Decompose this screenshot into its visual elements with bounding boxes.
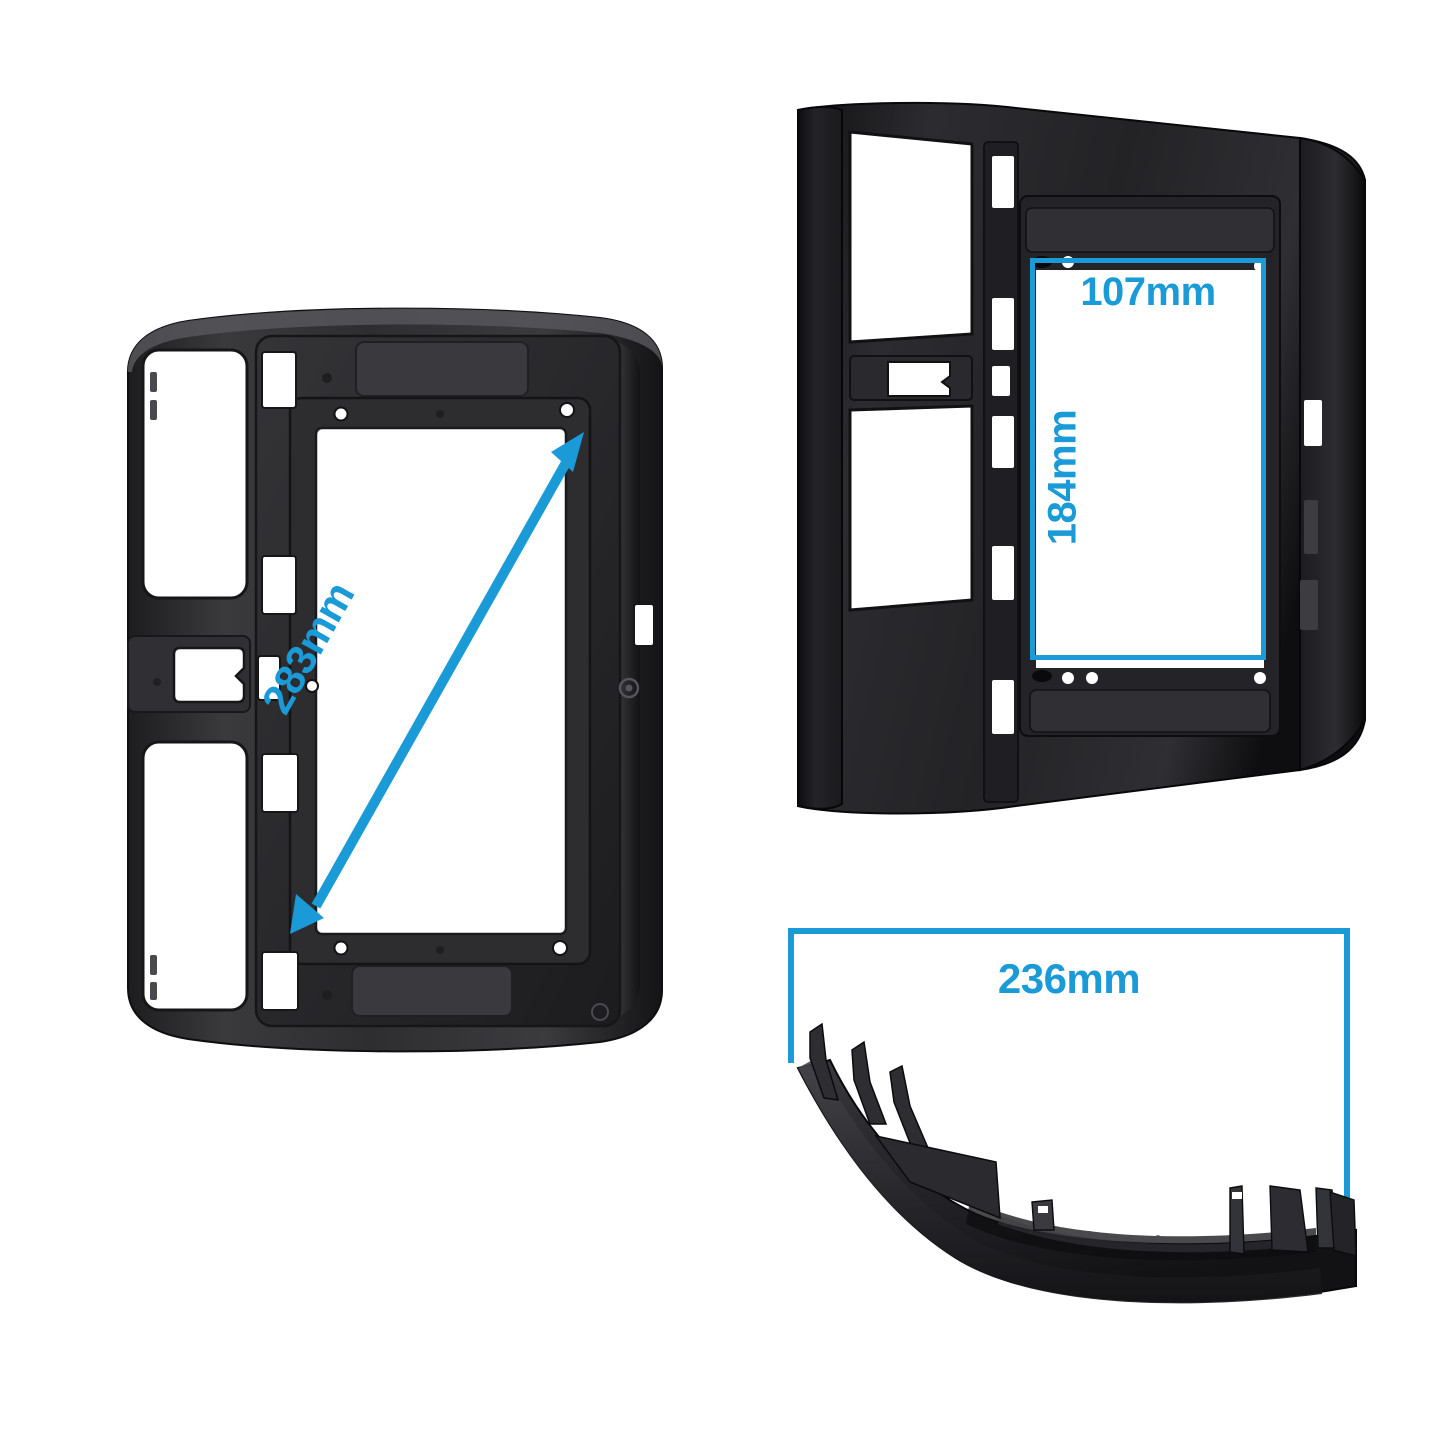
screw-mark-tc [436,410,444,418]
side-centre-clip [1031,1199,1055,1231]
dim-283-arrowhead-top [551,432,584,472]
side-fin-1 [809,1022,840,1101]
rear-slot-1 [992,156,1014,208]
side-fin-right-1-hole [1232,1192,1242,1199]
rear-clip-1 [1304,400,1322,446]
rear-slot-5 [992,546,1014,600]
cutout-vent-upper [141,348,249,600]
rear-slot-2 [992,298,1014,350]
slot-rail-3 [257,655,281,701]
side-wedge-plate [874,1134,1001,1220]
screw-boss-tl [333,406,349,422]
screw-ring-bottom-right [591,1003,609,1021]
side-surface-mark-1 [1087,1231,1093,1237]
rear-cutout-vent-upper [848,130,974,344]
side-profile-illustration [796,1022,1357,1304]
side-centre-clip-hole [1038,1206,1048,1213]
side-bracket-top [788,928,1350,934]
filler-tab-top [355,341,529,397]
screw-boss-rail [305,679,319,693]
side-bracket-left [788,928,794,1063]
rear-clip-2 [1304,500,1318,554]
screw-ring-right [618,677,640,699]
side-strip-rib-highlight [998,1216,1300,1253]
screw-mark-plate-tl [322,373,332,383]
rear-hole-b3 [1086,672,1098,684]
rear-left-wing [797,106,843,810]
side-surface-mark-2 [1155,1235,1161,1241]
filler-tab-bottom [351,965,513,1017]
rear-right-wing [1299,136,1366,772]
side-fin-right-1 [1229,1185,1245,1255]
rear-slot-6 [992,680,1014,734]
dim-184-label: 184mm [1040,409,1085,546]
side-strip-front-face [798,1058,1322,1304]
screw-mark-middle-left [153,678,161,686]
screw-dot-right [625,684,633,692]
dim-283-arrowhead-bottom [290,894,324,934]
cutout-middle-window [172,646,246,704]
dim-283-shaft [311,449,577,909]
rear-clip-3 [1300,580,1318,630]
slot-rail-5 [261,951,299,1011]
screw-mark-plate-bl [322,990,332,1000]
screw-mark-bc [436,946,444,954]
rear-middle-window [887,361,951,397]
screw-boss-br [552,940,568,956]
cutout-vent-lower [141,740,249,1012]
rear-view-illustration [797,101,1366,815]
screw-boss-bl [333,940,349,956]
rear-slot-4 [992,416,1014,468]
dim-107-label: 107mm [1080,270,1216,314]
slot-rail-4 [261,753,299,813]
dim-236-label: 236mm [997,955,1141,1002]
side-bracket-right [1344,928,1350,1228]
rear-view-group: 107mm 184mm [780,80,1380,870]
side-fin-right-4 [1329,1191,1357,1257]
side-fin-3 [889,1064,930,1149]
rear-screen-aperture [1036,270,1264,668]
dimension-283mm-arrow [290,432,584,934]
tab-upper-vent-a [150,372,157,392]
slot-rail-1 [261,351,297,409]
rear-hole-b2 [1062,672,1074,684]
slot-rail-2 [261,555,297,615]
tab-upper-vent-b [150,400,157,420]
rear-hole-b4 [1254,672,1266,684]
rear-plate-top-tab [1025,207,1275,253]
rear-slot-3 [992,366,1010,396]
rear-hole-b1 [1032,670,1052,682]
rear-measurement-box [1030,258,1266,660]
side-profile-group: 236mm [760,900,1420,1350]
rear-cutout-vent-lower [848,404,974,612]
fascia-top-highlight [128,308,662,372]
front-view-group: 287mm 259mm 283mm [127,307,663,1053]
side-fin-2 [851,1040,888,1125]
side-fin-right-2 [1269,1185,1309,1253]
tab-lower-vent-b [150,982,157,1000]
tab-lower-vent-a [150,955,157,975]
clip-slot-right [633,603,655,647]
screw-boss-tr [559,402,575,418]
rear-plate-bottom-tab [1029,689,1271,733]
